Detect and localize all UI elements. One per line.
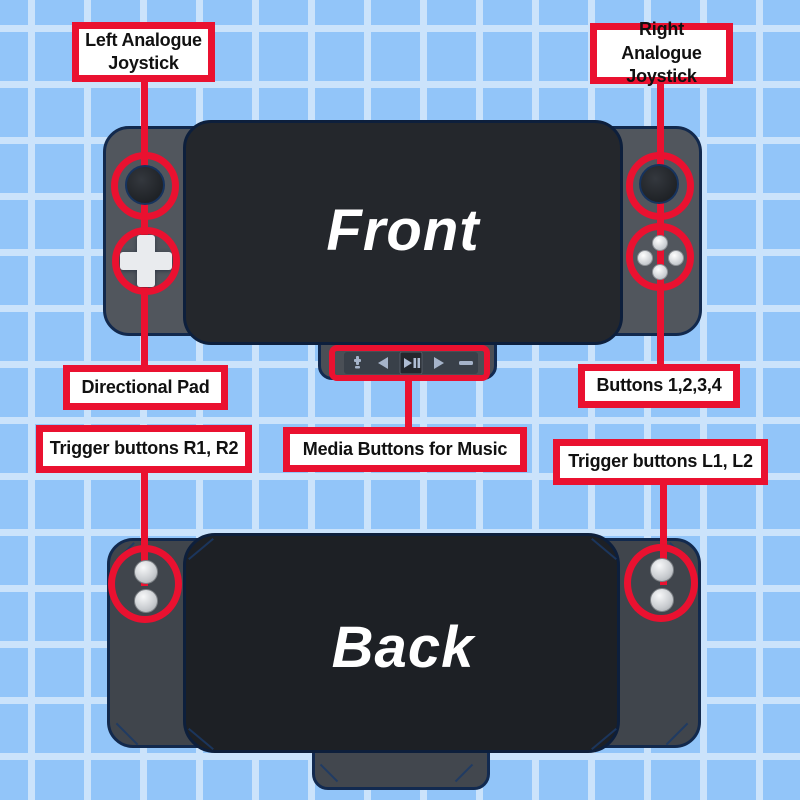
- media-buttons-bar: [344, 351, 478, 375]
- callout-trigger-r: Trigger buttons R1, R2: [36, 425, 252, 473]
- buttons-ring: [626, 223, 694, 291]
- callout-right-joystick-line1: Right Analogue: [621, 19, 702, 63]
- trigger-r-ring: [108, 545, 182, 623]
- next-icon: [434, 357, 444, 369]
- callout-line-media: [405, 378, 412, 429]
- callout-left-joystick-line1: Left Analogue: [85, 29, 202, 50]
- callout-line-trigger-l: [660, 480, 667, 585]
- callout-left-joystick: Left Analogue Joystick: [72, 22, 215, 82]
- media-icons: [354, 351, 473, 375]
- callout-trigger-r-text: Trigger buttons R1, R2: [49, 438, 239, 459]
- callout-line-trigger-r: [141, 468, 148, 586]
- back-screen: [183, 533, 620, 753]
- front-screen: [183, 120, 623, 345]
- callout-media: Media Buttons for Music: [283, 427, 527, 472]
- dpad-ring: [112, 227, 180, 295]
- dpad-mini-icon: [354, 356, 361, 369]
- callout-dpad: Directional Pad: [63, 365, 228, 410]
- callout-left-joystick-line2: Joystick: [108, 53, 179, 73]
- left-joystick-ring: [111, 152, 179, 220]
- callout-media-text: Media Buttons for Music: [302, 438, 508, 459]
- callout-trigger-l: Trigger buttons L1, L2: [553, 439, 768, 485]
- callout-line-left-joystick: [141, 75, 148, 370]
- callout-buttons-text: Buttons 1,2,3,4: [596, 375, 722, 396]
- callout-right-joystick-line2: Joystick: [626, 66, 697, 87]
- callout-dpad-text: Directional Pad: [81, 376, 210, 397]
- front-view-title: Front: [326, 198, 480, 263]
- back-view-title: Back: [331, 615, 475, 680]
- trigger-l-ring: [624, 544, 698, 622]
- previous-icon: [378, 357, 388, 369]
- right-joystick-ring: [626, 152, 694, 220]
- play-pause-icon: [399, 351, 423, 375]
- minus-icon: [459, 361, 473, 365]
- callout-right-joystick: Right Analogue Joystick: [590, 19, 733, 86]
- callout-buttons: Buttons 1,2,3,4: [578, 364, 740, 408]
- callout-trigger-l-text: Trigger buttons L1, L2: [568, 451, 753, 472]
- media-highlight-ring: [329, 345, 490, 381]
